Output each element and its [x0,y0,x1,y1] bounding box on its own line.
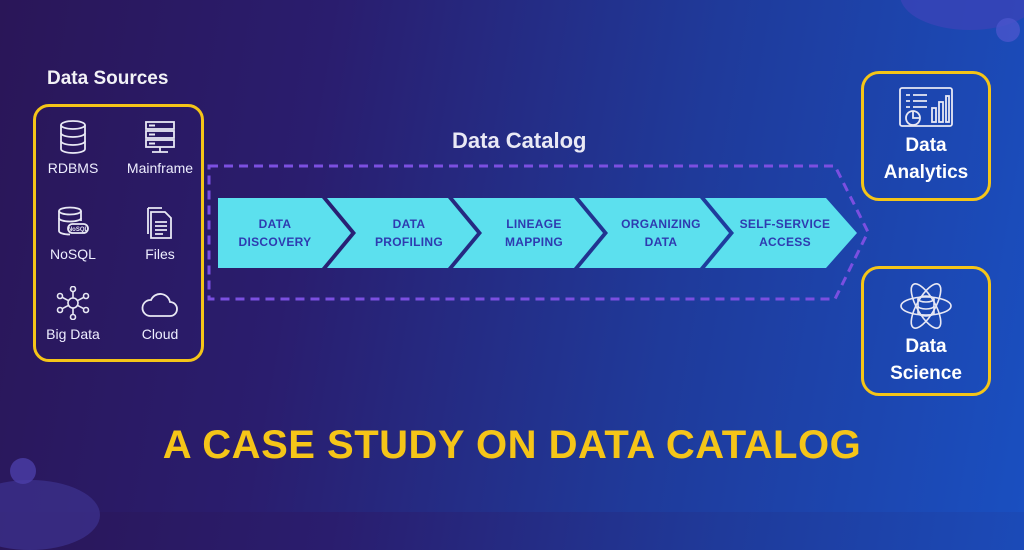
source-label: Mainframe [126,160,194,176]
decor-dot-bottom-left [10,458,36,484]
source-label: RDBMS [47,160,99,176]
step-label-line1: DATA [392,217,426,231]
database-icon [60,120,86,154]
decor-dot-top-right [996,18,1020,42]
step-lineage-mapping: LINEAGE MAPPING [479,215,589,251]
step-data-discovery: DATA DISCOVERY [220,215,330,251]
step-label-line1: DATA [258,217,292,231]
output-data-analytics: Data Analytics [861,71,991,201]
data-catalog-title: Data Catalog [452,128,587,153]
network-icon [56,286,90,320]
source-label: Files [145,246,175,262]
cloud-icon [141,293,178,317]
page-headline: A CASE STUDY ON DATA CATALOG [162,423,862,467]
step-label-line1: ORGANIZING [621,217,701,231]
output-data-science: Data Science [861,266,991,396]
data-sources-box [33,104,204,362]
source-label: Big Data [46,326,100,342]
svg-text:NoSQL: NoSQL [68,227,89,233]
source-cloud: Cloud [120,290,200,344]
step-arrow-2 [327,198,477,268]
step-self-service-access: SELF-SERVICE ACCESS [730,215,840,251]
file-icon [147,207,172,239]
data-sources-title: Data Sources [47,68,169,89]
step-label-line1: SELF-SERVICE [739,217,831,231]
step-arrow-4 [579,198,729,268]
output-label-line1: Data [905,135,947,156]
step-data-profiling: DATA PROFILING [354,215,464,251]
analytics-dashboard-icon [899,87,953,127]
source-rdbms: RDBMS [33,120,113,178]
step-organizing-data: ORGANIZING DATA [606,215,716,251]
catalog-dashed-outline [207,164,870,301]
step-arrow-5 [705,198,857,268]
step-arrow-1 [218,198,351,268]
data-catalog-pipeline [207,164,870,301]
source-nosql: NoSQL NoSQL [33,206,113,264]
step-label-line2: PROFILING [374,235,444,249]
step-arrow-3 [453,198,603,268]
step-label-line2: ACCESS [759,235,811,249]
step-label-line2: DATA [644,235,678,249]
source-files: Files [120,206,200,264]
atom-database-icon [900,283,952,329]
output-label-line2: Science [890,363,962,384]
step-label-line2: MAPPING [504,235,564,249]
source-label: NoSQL [50,246,96,262]
step-label-line2: DISCOVERY [238,235,312,249]
source-label: Cloud [141,326,179,342]
source-mainframe: Mainframe [120,120,200,178]
nosql-database-icon: NoSQL [58,206,89,236]
output-label-line1: Data [905,336,947,357]
server-icon [145,121,175,153]
step-label-line1: LINEAGE [506,217,562,231]
output-label-line2: Analytics [883,162,969,183]
source-big-data: Big Data [33,286,113,344]
